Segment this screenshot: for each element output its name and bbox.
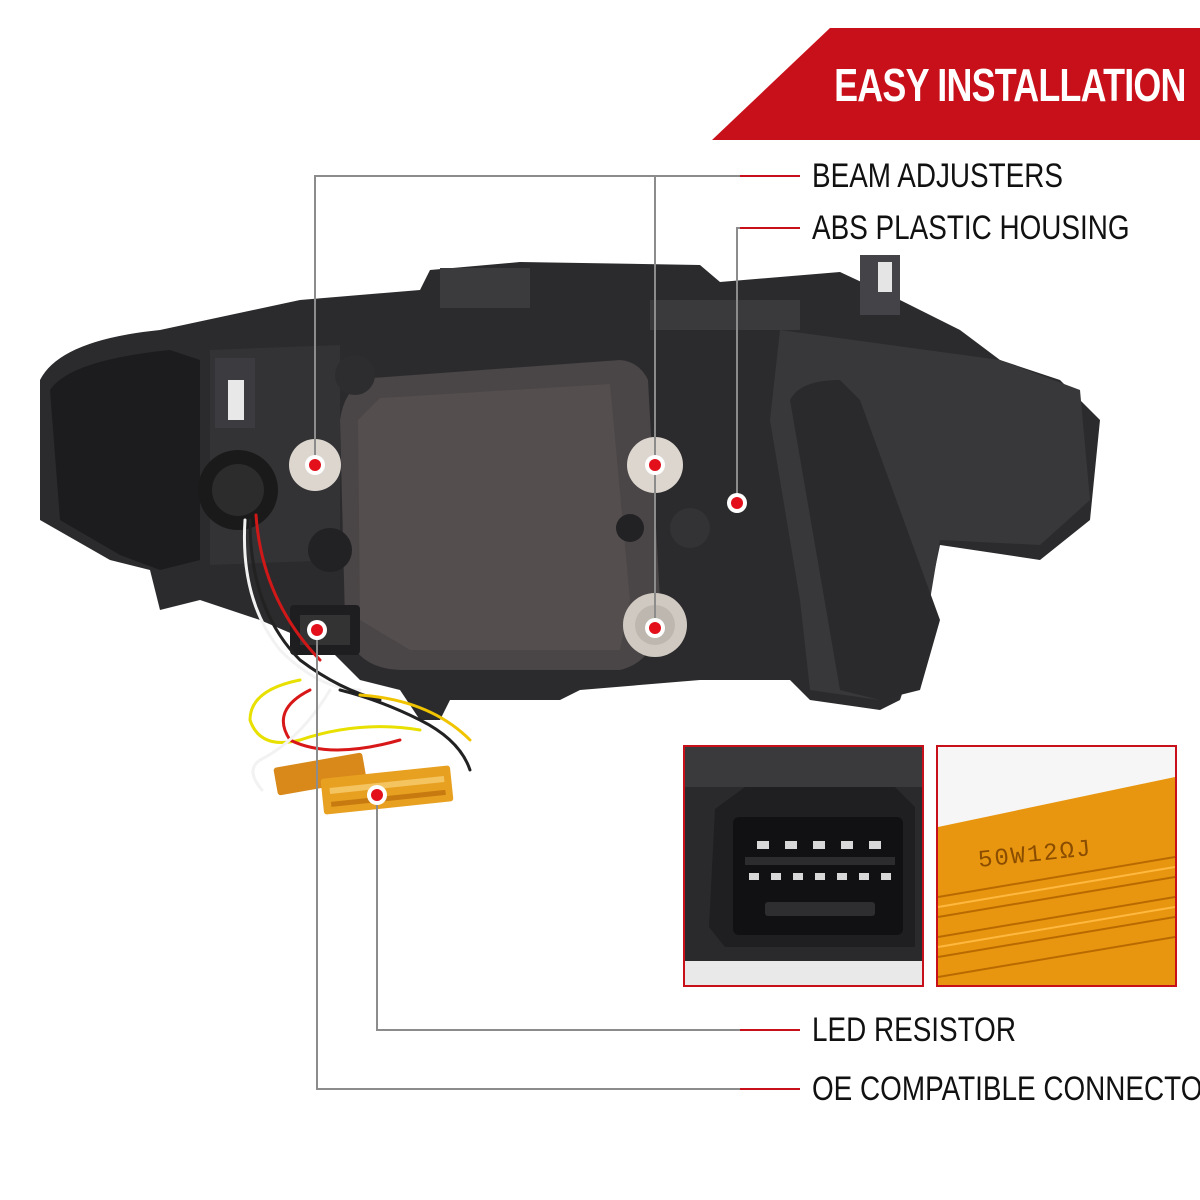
leader-accent-ends <box>740 175 800 1090</box>
callout-oe-connector: OE COMPATIBLE CONNECTOR <box>812 1070 1200 1108</box>
connector-closeup-image <box>685 747 922 985</box>
callout-led-resistor: LED RESISTOR <box>812 1011 1017 1049</box>
led-resistor-pack <box>273 752 454 815</box>
banner-shape <box>712 28 1200 140</box>
callout-beam-adjusters: BEAM ADJUSTERS <box>812 157 1063 195</box>
resistor-closeup-inset: 50W12ΩJ <box>936 745 1177 987</box>
wiring-harness <box>242 513 472 792</box>
banner-title: EASY INSTALLATION <box>834 59 1186 111</box>
callout-markers <box>305 455 747 805</box>
easy-installation-banner <box>712 28 1200 140</box>
resistor-closeup-image <box>938 747 1175 985</box>
callout-leaders <box>314 175 800 1090</box>
callout-abs-housing: ABS PLASTIC HOUSING <box>812 209 1130 247</box>
connector-closeup-inset <box>683 745 924 987</box>
